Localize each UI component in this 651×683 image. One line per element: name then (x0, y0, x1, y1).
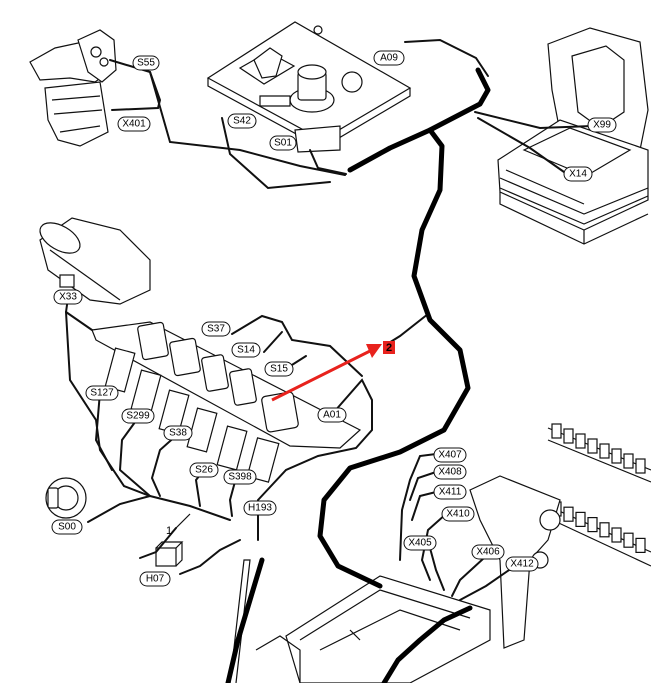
main-harness (225, 67, 491, 683)
svg-text:S55: S55 (137, 58, 155, 69)
label-x410: X410 (441, 506, 475, 522)
control-panel-component (206, 21, 412, 153)
s00-connector-component (45, 477, 87, 519)
callout-1-group: 1 (166, 513, 191, 537)
label-s127: S127 (85, 385, 119, 401)
label-s299: S299 (121, 408, 155, 424)
callout-2: 2 (386, 342, 392, 354)
label-x405: X405 (403, 535, 437, 551)
label-s14: S14 (231, 342, 261, 358)
label-s37: S37 (201, 321, 231, 337)
chain-link (551, 423, 562, 439)
svg-text:S15: S15 (270, 364, 288, 375)
label-s42: S42 (227, 113, 257, 129)
label-x99: X99 (587, 117, 617, 133)
callout-1: 1 (166, 525, 172, 537)
label-x408: X408 (433, 464, 467, 480)
label-s398: S398 (223, 469, 257, 485)
label-h193: H193 (243, 500, 277, 516)
chain-link (635, 458, 646, 474)
svg-text:H193: H193 (248, 503, 272, 514)
svg-text:S127: S127 (90, 388, 114, 399)
svg-text:X411: X411 (439, 487, 462, 498)
red-arrow-head (366, 344, 382, 358)
chain-link (563, 428, 574, 444)
svg-text:S398: S398 (228, 472, 252, 483)
label-s15: S15 (264, 361, 294, 377)
chain-link (587, 516, 598, 533)
label-s55: S55 (132, 55, 160, 71)
svg-text:X99: X99 (593, 120, 611, 131)
chain-link (623, 453, 634, 469)
chain-link (575, 511, 586, 528)
svg-text:S299: S299 (126, 411, 150, 422)
label-s26: S26 (189, 462, 219, 478)
svg-text:A09: A09 (380, 53, 398, 64)
label-x411: X411 (433, 484, 467, 500)
chain-link (599, 443, 610, 459)
label-x33: X33 (53, 289, 83, 305)
chain-link (611, 527, 622, 543)
callout-2-group: 2 (271, 341, 395, 402)
chain-link (587, 438, 598, 454)
svg-text:X405: X405 (408, 538, 432, 549)
svg-text:S14: S14 (237, 345, 255, 356)
label-s38: S38 (163, 425, 193, 441)
label-x14: X14 (563, 166, 593, 182)
chain-link (635, 537, 646, 554)
label-x401: X401 (117, 116, 151, 132)
svg-text:X406: X406 (476, 547, 500, 558)
switch-bank-component (91, 321, 362, 483)
svg-text:X412: X412 (510, 559, 534, 570)
cab-base-component (229, 475, 561, 683)
svg-text:S00: S00 (58, 522, 76, 533)
svg-text:X408: X408 (438, 467, 462, 478)
label-s01: S01 (269, 135, 297, 151)
label-h07: H07 (139, 571, 171, 587)
svg-text:X410: X410 (446, 509, 470, 520)
label-a01: A01 (317, 407, 347, 423)
callout-2-box (383, 341, 395, 354)
svg-text:X14: X14 (569, 169, 587, 180)
red-arrow (271, 348, 373, 402)
label-x407: X407 (433, 447, 467, 463)
label-x412: X412 (505, 556, 539, 572)
svg-text:X401: X401 (122, 119, 146, 130)
gauge-component (39, 217, 151, 305)
svg-text:S37: S37 (207, 324, 225, 335)
svg-text:H07: H07 (146, 574, 165, 585)
svg-text:X33: X33 (59, 292, 77, 303)
chain-link (563, 506, 574, 522)
chain-track-component (547, 423, 651, 567)
svg-text:S42: S42 (233, 116, 251, 127)
svg-text:S01: S01 (274, 138, 292, 149)
chain-link (599, 522, 610, 538)
svg-text:S26: S26 (195, 465, 213, 476)
joystick-component (29, 29, 117, 147)
chain-link (611, 448, 622, 464)
chain-link (623, 532, 634, 548)
label-a09: A09 (373, 50, 405, 66)
svg-text:S38: S38 (169, 428, 187, 439)
svg-text:X407: X407 (438, 450, 462, 461)
label-layer: S55 A09 X401 S42 S01 X99 X14 X33 S37 S14… (51, 50, 617, 587)
svg-text:A01: A01 (323, 410, 341, 421)
label-x406: X406 (471, 544, 505, 560)
chain-link (575, 433, 586, 449)
seat-component (497, 27, 649, 245)
h07-lamp-component (155, 541, 184, 567)
label-s00: S00 (51, 519, 83, 535)
